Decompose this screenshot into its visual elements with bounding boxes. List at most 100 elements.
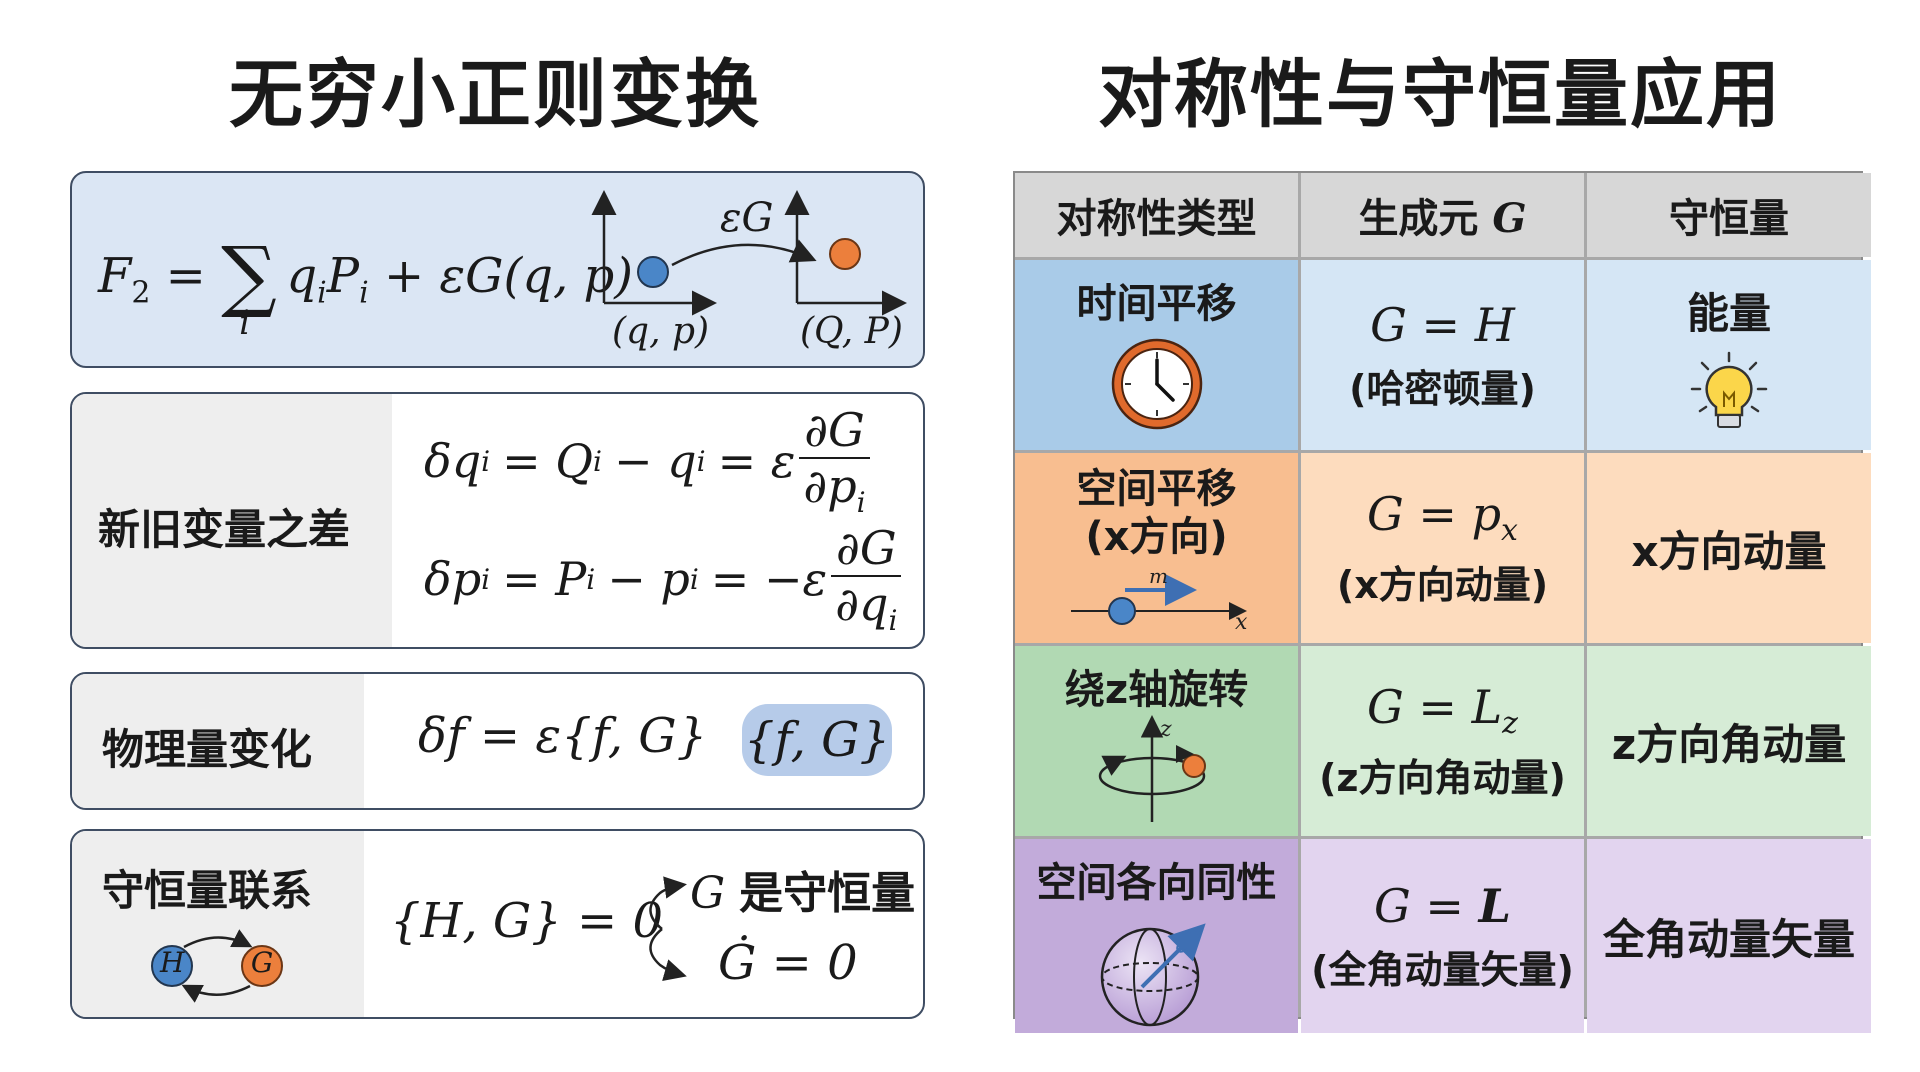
translation-icon: m x: [1070, 564, 1248, 631]
left-section-title: 无穷小正则变换: [229, 52, 761, 138]
new-point: [829, 238, 861, 270]
sum-index: i: [239, 303, 251, 343]
fraction-denominator: ∂q: [835, 576, 889, 631]
right-section-title: 对称性与守恒量应用: [1098, 52, 1782, 138]
branch-arrow-down: [649, 928, 687, 982]
symmetry-cell: 绕z轴旋转 z: [1015, 646, 1298, 836]
is-conserved-text: 是守恒量: [739, 868, 916, 919]
q-subscript: i: [317, 275, 327, 311]
difference-label: 新旧变量之差: [98, 505, 351, 554]
g-dot-zero: Ġ = 0: [718, 935, 858, 991]
symmetry-name: 空间各向同性: [1036, 860, 1277, 906]
sub-i: i: [593, 444, 602, 478]
header-generator: 生成元 G: [1301, 173, 1584, 257]
old-coords-label: (q, p): [612, 311, 710, 352]
p-subscript: i: [359, 275, 369, 311]
mass-label: m: [1149, 564, 1168, 588]
symmetry-table: 对称性类型 生成元 G 守恒量 时间平移 G = H (哈密顿量) 能量: [1013, 171, 1871, 1033]
delta-q: δq: [424, 434, 482, 488]
sub-i: i: [586, 562, 596, 596]
conservation-label: 守恒量联系: [102, 866, 313, 915]
conserved-cell: z方向角动量: [1587, 646, 1871, 836]
poisson-bracket-highlight: {f, G}: [742, 704, 892, 776]
symmetry-cell: 空间平移 (x方向) m x: [1015, 453, 1298, 643]
h-node-label: H: [160, 946, 185, 979]
sub-i: i: [888, 604, 898, 638]
q-old: − q: [613, 434, 697, 488]
conserved-result: G 是守恒量: [690, 857, 915, 921]
sub-i: i: [856, 486, 866, 520]
f2-subscript: 2: [131, 275, 151, 311]
physical-change-label-column: [72, 674, 364, 808]
fraction-numerator: ∂G: [804, 402, 865, 457]
z-axis-label: z: [1159, 717, 1172, 742]
generator-note: (x方向动量): [1336, 563, 1549, 608]
generator-vector-l: L: [1478, 878, 1511, 933]
difference-label-column: [72, 394, 392, 647]
header-conserved: 守恒量: [1587, 173, 1871, 257]
branch-arrow-up: [649, 876, 687, 930]
neg-epsilon-coef: = −ε: [710, 552, 828, 606]
f2-symbol: F: [98, 248, 132, 304]
sub-i: i: [689, 562, 699, 596]
p-old: − p: [607, 552, 690, 606]
phase-space-diagram: [591, 190, 907, 316]
conservation-card: 守恒量联系 H G {H, G} = 0 G 是守恒量 Ġ = 0: [70, 829, 925, 1019]
branch-arrows: [649, 876, 687, 982]
header-generator-text: 生成元 G: [1358, 195, 1527, 242]
generator-subscript: x: [1501, 513, 1518, 549]
h-g-link-diagram: [151, 929, 283, 1003]
g-symbol: G: [690, 868, 726, 919]
symmetry-cell: 空间各向同性: [1015, 839, 1298, 1033]
conserved-quantity: x方向动量: [1631, 526, 1827, 576]
conserved-cell: 能量: [1587, 260, 1871, 450]
physical-change-label: 物理量变化: [102, 725, 313, 774]
generator-note: (全角动量矢量): [1311, 947, 1574, 992]
generator-cell: G = H (哈密顿量): [1301, 260, 1584, 450]
generator-equation: G = L: [1374, 879, 1511, 933]
generator-lhs: G = p: [1367, 486, 1502, 541]
generator-lhs: G = L: [1367, 679, 1503, 734]
sub-i: i: [481, 562, 491, 596]
x-axis-label: x: [1235, 610, 1248, 631]
g-to-h-arrow: [181, 984, 251, 1003]
generator-term: + εG(q, p): [383, 248, 633, 304]
fraction-numerator: ∂G: [836, 520, 897, 575]
conserved-quantity: 能量: [1686, 289, 1771, 338]
conserved-cell: 全角动量矢量: [1587, 839, 1871, 1033]
sub-i: i: [696, 444, 706, 478]
header-symmetry-type: 对称性类型: [1015, 173, 1298, 257]
delta-p: δp: [424, 552, 482, 606]
generator-equation: G = Lz: [1367, 680, 1518, 741]
generator-lhs: G =: [1374, 878, 1479, 933]
clock-icon: [1111, 338, 1202, 430]
symmetry-cell: 时间平移: [1015, 260, 1298, 450]
g-node-label: G: [250, 946, 274, 979]
p-symbol: P: [326, 248, 360, 304]
header-generator-symbol: G: [1492, 195, 1527, 242]
conserved-quantity: z方向角动量: [1611, 719, 1847, 769]
conservation-label-column: [72, 831, 364, 1017]
generator-equation: G = px: [1367, 487, 1518, 548]
q-new: = Q: [502, 434, 593, 488]
fraction-denominator: ∂p: [803, 458, 857, 513]
sub-i: i: [481, 444, 491, 478]
sum-sign: ∑: [221, 231, 277, 321]
rotation-icon: z: [1098, 715, 1206, 822]
symmetry-direction: (x方向): [1085, 514, 1228, 560]
g-node: [241, 945, 283, 987]
physical-change-card: 物理量变化 δf = ε{f, G} {f, G}: [70, 672, 925, 810]
generator-equation: G = H: [1370, 297, 1515, 352]
new-coords-label: (Q, P): [800, 311, 903, 352]
h-node: [151, 945, 193, 987]
symmetry-name: 绕z轴旋转: [1064, 667, 1249, 713]
conserved-quantity: 全角动量矢量: [1602, 914, 1855, 964]
q-symbol: q: [286, 248, 318, 304]
physical-change-equation: δf = ε{f, G}: [418, 708, 708, 764]
conserved-cell: x方向动量: [1587, 453, 1871, 643]
generator-note: (z方向角动量): [1319, 756, 1566, 801]
epsilon-coef: = ε: [717, 434, 796, 488]
